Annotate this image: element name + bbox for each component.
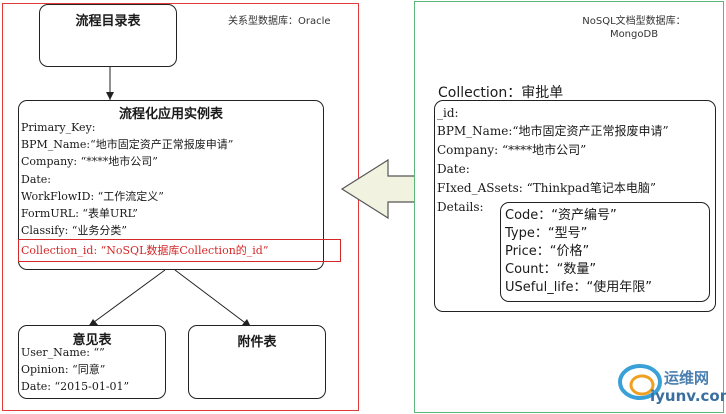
collection-field-bpm-name: BPM_Name:“地市固定资产正常报废申请”: [437, 124, 669, 138]
instance-field-company: Company: “****地市公司”: [21, 155, 158, 168]
nosql-db-label-line2: MongoDB: [609, 29, 659, 40]
instance-field-classify: Classify: “业务分类”: [21, 224, 128, 237]
instance-field-form-url: FormURL: “表单URL”: [21, 207, 138, 220]
instance-field-date: Date:: [21, 173, 52, 186]
details-field-type: Type：“型号”: [505, 226, 588, 241]
collection-field-details: Details:: [437, 200, 484, 214]
connector-instance-attachment: [174, 269, 249, 326]
watermark-url: iyunv.com: [650, 387, 726, 405]
nosql-db-label-line1: NoSQL文档型数据库：: [582, 16, 686, 27]
opinion-table-box: 意见表: [18, 325, 166, 399]
collection-field-company: Company: “****地市公司”: [437, 143, 587, 157]
details-field-useful-life: USeful_life：“使用年限”: [505, 280, 652, 295]
catalog-table-box: 流程目录表: [39, 4, 177, 67]
watermark-swoosh-outer: [618, 364, 662, 400]
attachment-table-box: 附件表: [188, 325, 326, 399]
watermark-swoosh-inner: [629, 374, 655, 396]
instance-table-title: 流程化应用实例表: [118, 107, 223, 122]
opinion-field-date: Date: “2015-01-01”: [21, 380, 130, 393]
attachment-table-title: 附件表: [237, 335, 277, 350]
collection-title: Collection：审批单: [438, 85, 564, 101]
relational-db-label: 关系型数据库：Oracle: [228, 16, 331, 27]
details-field-code: Code：“资产编号”: [505, 208, 617, 223]
collection-field-id: _id:: [437, 106, 459, 120]
instance-field-workflow-id: WorkFlowID: “工作流定义”: [21, 190, 164, 203]
details-box: [500, 202, 710, 302]
instance-table-box: 流程化应用实例表: [18, 100, 324, 270]
instance-field-primary-key: Primary_Key:: [21, 121, 96, 134]
collection-field-date: Date:: [437, 162, 470, 176]
collection-field-fixed-assets: FIxed_ASsets: “Thinkpad笔记本电脑”: [437, 181, 656, 195]
watermark-text: 运维网: [664, 369, 710, 387]
catalog-table-title: 流程目录表: [75, 14, 141, 29]
instance-field-collection-id: Collection_id: “NoSQL数据库Collection的_id”: [21, 244, 269, 257]
connector-instance-opinion: [89, 269, 166, 326]
instance-field-bpm-name: BPM_Name:“地市固定资产正常报废申请”: [21, 138, 234, 151]
details-field-count: Count：“数量”: [505, 262, 597, 277]
details-field-price: Price：“价格”: [505, 244, 590, 259]
opinion-table-title: 意见表: [72, 333, 112, 348]
opinion-field-opinion: Opinion: “同意”: [21, 363, 106, 376]
opinion-field-user-name: User_Name: “”: [21, 346, 105, 359]
connector-catalog-instance-arrowhead: [106, 92, 114, 100]
collection-id-highlight: [18, 239, 341, 262]
